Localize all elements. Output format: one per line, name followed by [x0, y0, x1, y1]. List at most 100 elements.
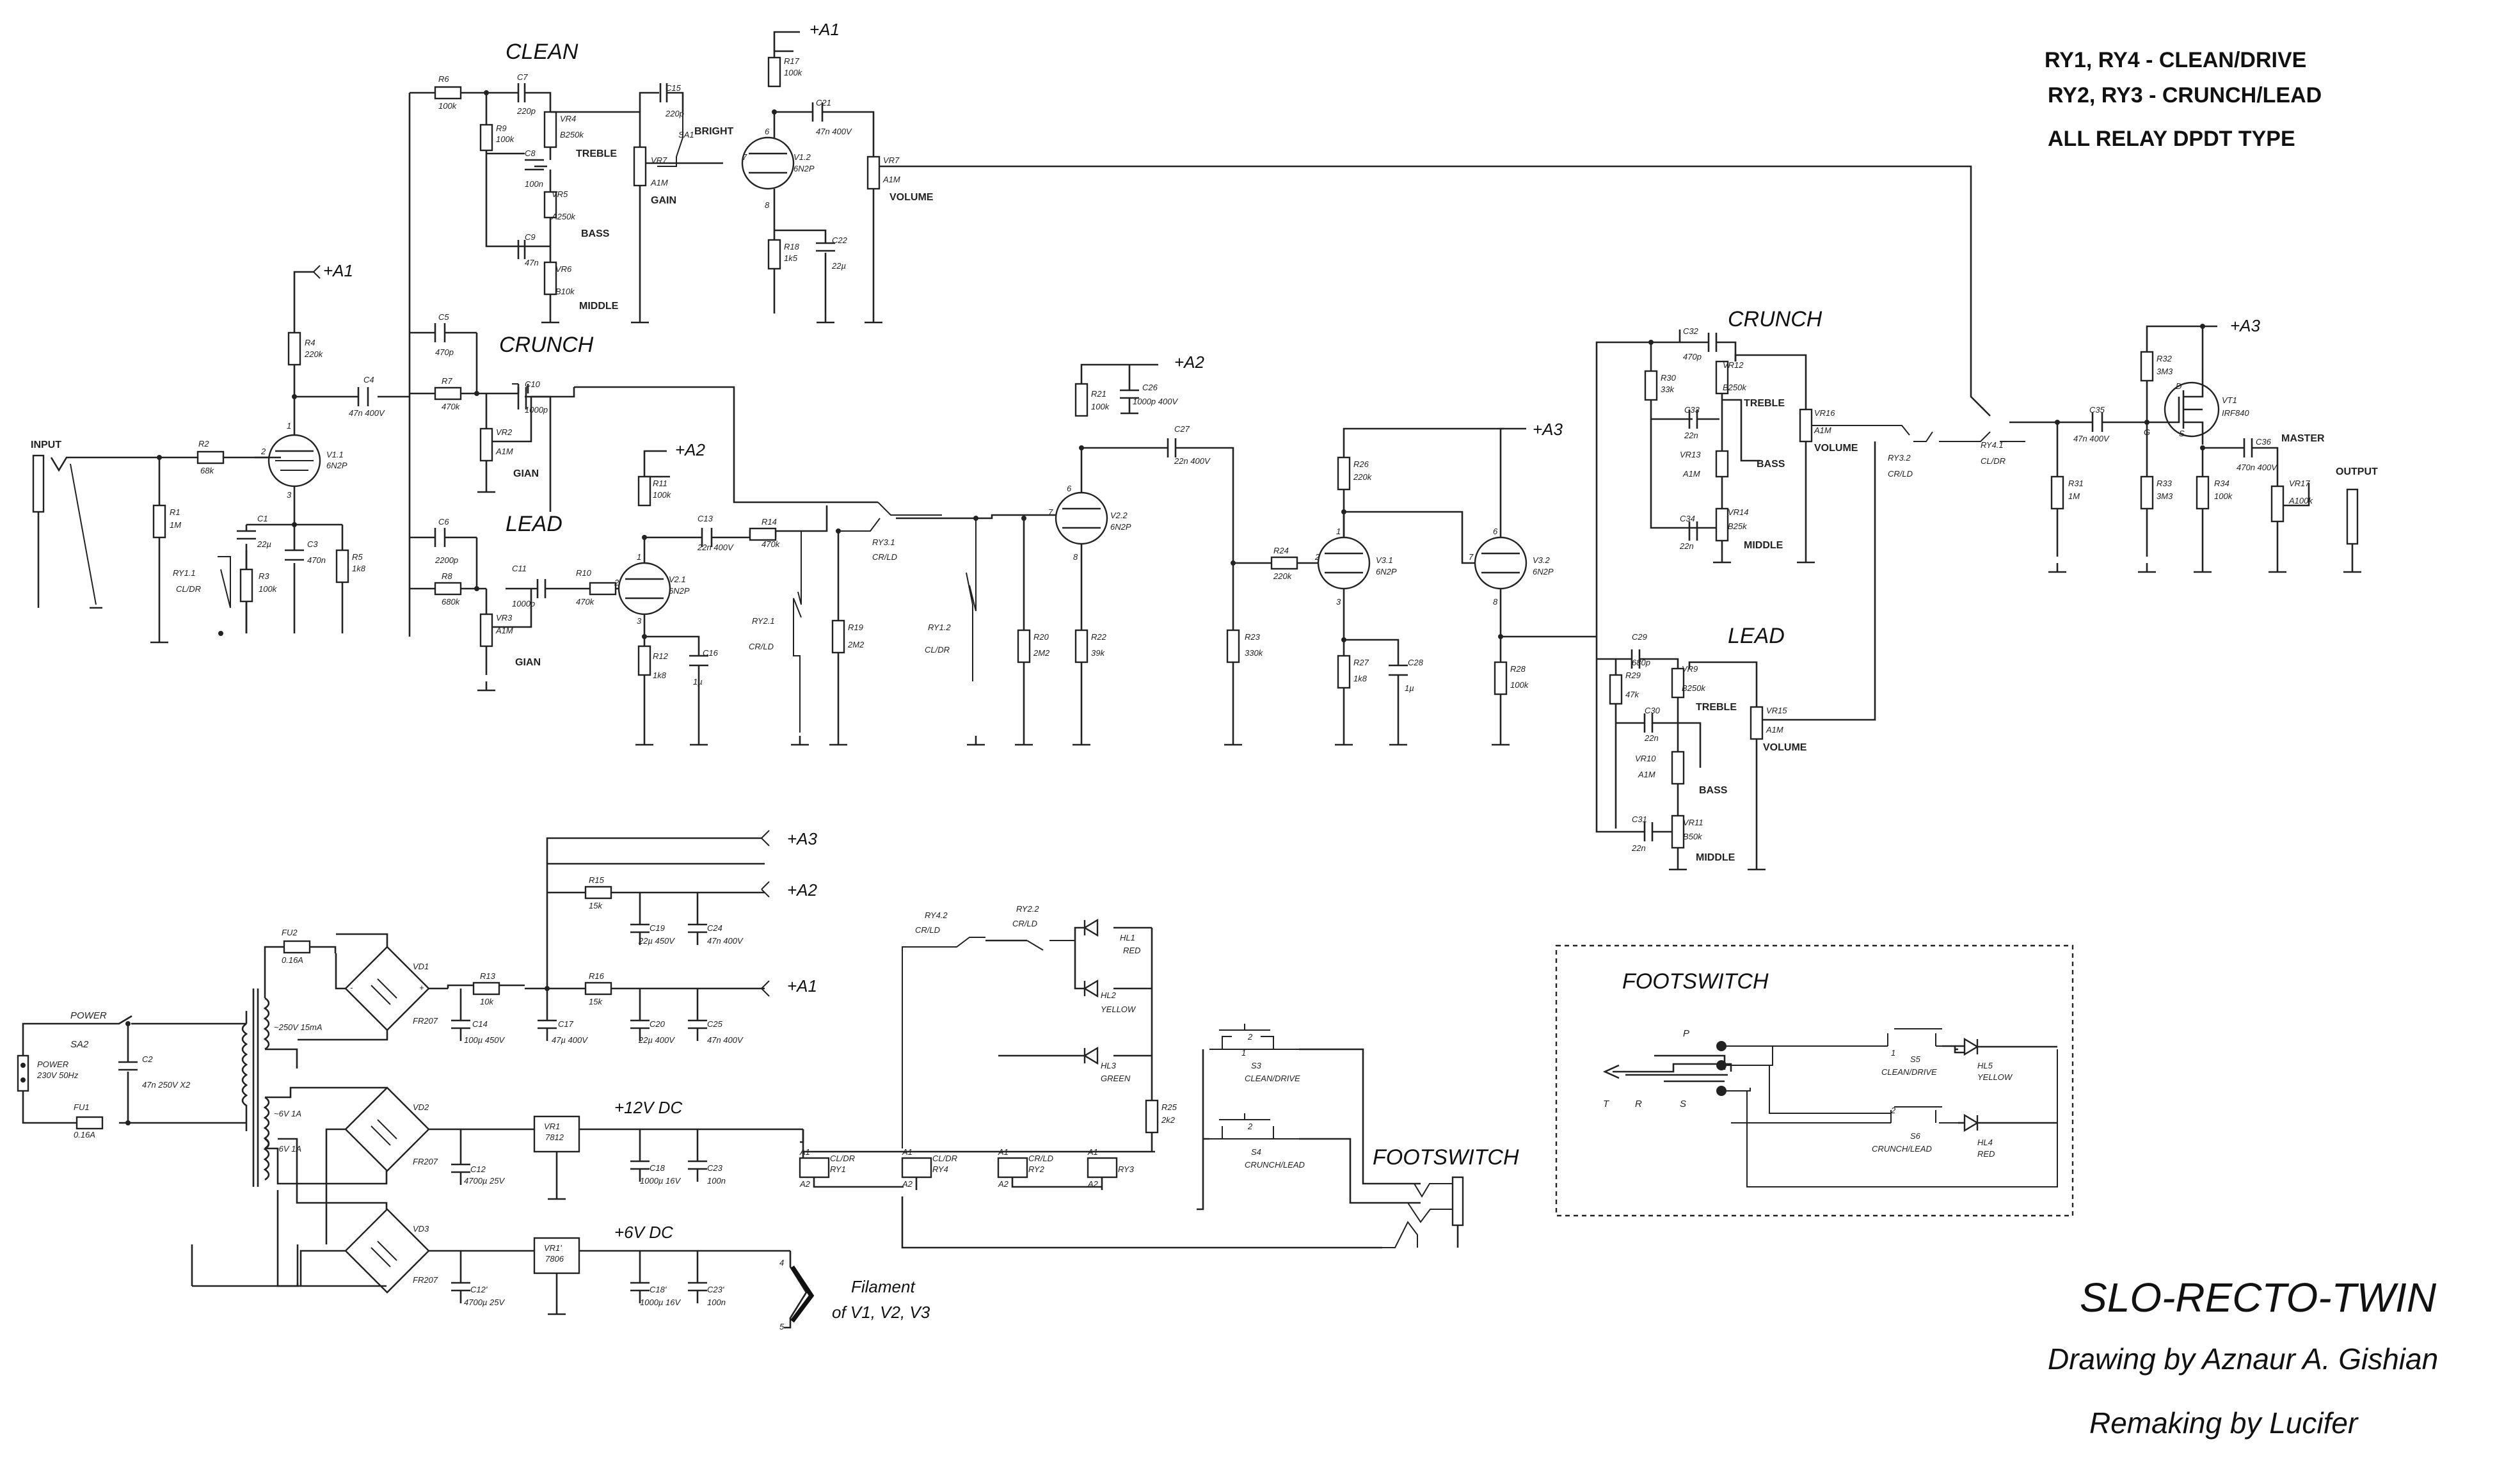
- vr1b-label: VR1': [544, 1243, 562, 1253]
- s3-text: CLEAN/DRIVE: [1245, 1074, 1300, 1083]
- r31-label: R31: [2068, 479, 2084, 488]
- svg-text:8: 8: [1073, 552, 1078, 562]
- volume-label-3: VOLUME: [1814, 443, 1858, 454]
- stage-v3: 2 1 3 V3.1 6N2P R26 220k +A3 R27 1k8 C28…: [1314, 420, 1597, 746]
- vr10-label: VR10: [1635, 754, 1656, 763]
- c4-value: 47n 400V: [349, 408, 385, 418]
- c13-value: 22n 400V: [697, 543, 734, 552]
- fu2-value: 0.16A: [282, 955, 303, 965]
- svg-text:1: 1: [637, 552, 641, 562]
- svg-text:INPUT: INPUT: [31, 440, 61, 450]
- output-label: OUTPUT: [2336, 466, 2378, 477]
- c18-value: 1000µ 16V: [640, 1176, 681, 1186]
- lead-section-2: LEAD C29 680p R29 47k VR9 B250k TREBLE C…: [1595, 441, 1876, 871]
- trs-p: P: [1683, 1028, 1689, 1039]
- svg-text:1: 1: [1241, 1048, 1246, 1058]
- ry32-label: RY3.2: [1888, 453, 1911, 463]
- v21-label: V2.1: [669, 575, 686, 584]
- vr6-value: B10k: [555, 287, 575, 296]
- v22-label: V2.2: [1110, 511, 1128, 520]
- r10-label: R10: [576, 568, 592, 578]
- c4-label: C4: [363, 375, 374, 385]
- vr15-label: VR15: [1766, 706, 1787, 715]
- vr17-label: VR17: [2289, 479, 2310, 488]
- vr16-label: VR16: [1814, 408, 1835, 418]
- r28-label: R28: [1510, 664, 1526, 674]
- r4-label: R4: [305, 338, 315, 347]
- svg-text:5: 5: [779, 1322, 785, 1331]
- relay3-label: RY3: [1118, 1164, 1135, 1174]
- note-relay-1: RY1, RY4 - CLEAN/DRIVE: [2045, 48, 2306, 72]
- r10-value: 470k: [576, 597, 595, 607]
- c3-label: C3: [307, 539, 318, 549]
- vd3-label: VD3: [413, 1224, 429, 1234]
- c23-value: 100n: [707, 1176, 726, 1186]
- c11-value: 1000p: [512, 599, 535, 608]
- fu1-label: FU1: [74, 1102, 90, 1112]
- bass-label: BASS: [581, 228, 610, 239]
- mains-label: 230V 50Hz: [36, 1070, 79, 1080]
- r25-value: 2k2: [1161, 1115, 1176, 1125]
- c28-label: C28: [1408, 658, 1424, 667]
- r22-label: R22: [1091, 632, 1107, 642]
- svg-text:1: 1: [287, 421, 291, 431]
- v11-label: V1.1: [326, 450, 344, 459]
- c17-label: C17: [558, 1019, 574, 1029]
- r22-value: 39k: [1091, 648, 1105, 658]
- hl5-label: HL5: [1977, 1061, 1993, 1070]
- r16-value: 15k: [589, 997, 603, 1006]
- vr12-label: VR12: [1723, 360, 1744, 370]
- c28-value: 1µ: [1405, 683, 1414, 693]
- c23b-value: 100n: [707, 1298, 726, 1307]
- r11-label: R11: [653, 479, 667, 488]
- c15-value: 220p: [665, 109, 684, 118]
- vd1-value: FR207: [413, 1016, 438, 1026]
- svg-text:1: 1: [1891, 1048, 1895, 1058]
- mos-g: G: [2144, 427, 2150, 437]
- stage-v1-1: R2 68k R1 1M 2 1 3 V1.1 6N2P R4 220k +A1…: [149, 261, 410, 644]
- tr3-label: ~6V 1A: [274, 1144, 301, 1154]
- svg-text:2: 2: [1247, 1032, 1253, 1042]
- c29-label: C29: [1632, 632, 1647, 642]
- c17-value: 47µ 400V: [552, 1035, 588, 1045]
- svg-text:+: +: [419, 983, 424, 992]
- v21-value: 6N2P: [669, 586, 690, 596]
- ry41-label: RY4.1: [1981, 440, 2004, 450]
- vr14-value: B25k: [1728, 521, 1748, 531]
- vr10-value: A1M: [1638, 770, 1655, 779]
- c13-label: C13: [698, 514, 714, 523]
- v22-value: 6N2P: [1110, 522, 1131, 532]
- ry42-label: RY4.2: [925, 910, 948, 920]
- vt1-label: VT1: [2222, 395, 2237, 405]
- v32-value: 6N2P: [1533, 567, 1554, 576]
- vr14-label: VR14: [1728, 507, 1749, 517]
- r24-value: 220k: [1273, 571, 1293, 581]
- trs-s: S: [1680, 1099, 1686, 1109]
- vr13-value: A1M: [1682, 469, 1700, 479]
- a2-rail-2: +A2: [1174, 353, 1205, 372]
- c30-label: C30: [1645, 706, 1661, 715]
- c6-label: C6: [438, 517, 449, 527]
- fu2-label: FU2: [282, 928, 298, 937]
- r34-label: R34: [2214, 479, 2229, 488]
- r17-value: 100k: [784, 68, 803, 77]
- vr4-label: VR4: [560, 114, 576, 123]
- crunch-title-2: CRUNCH: [1728, 307, 1822, 331]
- c20-label: C20: [650, 1019, 666, 1029]
- input-jack: INPUT: [31, 440, 159, 609]
- svg-text:7: 7: [1048, 507, 1053, 517]
- r20-label: R20: [1033, 632, 1049, 642]
- c30-value: 22n: [1644, 733, 1659, 743]
- r7-label: R7: [442, 376, 452, 386]
- r14-label: R14: [762, 517, 777, 527]
- r1-value: 1M: [170, 520, 181, 530]
- irf-label: IRF840: [2222, 408, 2249, 418]
- vr2-label: VR2: [496, 427, 513, 437]
- svg-text:8: 8: [1493, 597, 1498, 607]
- svg-text:1: 1: [1336, 527, 1341, 536]
- c12-value: 4700µ 25V: [464, 1176, 505, 1186]
- ry12-label: RY1.2: [928, 623, 951, 632]
- svg-text:6: 6: [1067, 484, 1072, 493]
- c12b-label: C12': [470, 1285, 488, 1294]
- a2-rail-3: +A2: [787, 880, 818, 900]
